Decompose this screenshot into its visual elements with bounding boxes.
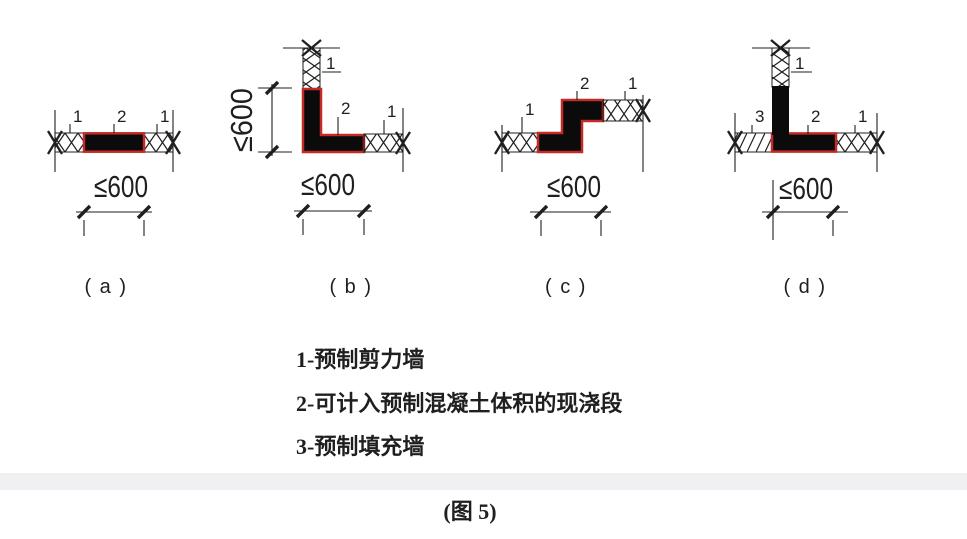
diagram-c: 1 2 1 ≤600 ( c ) [494, 74, 651, 298]
diagram-d: 1 3 2 1 ≤600 ( d ) [727, 39, 885, 298]
callout-label: 2 [811, 107, 820, 126]
dimension-text: ≤600 [301, 167, 355, 202]
dimension-left: ≤600 [224, 80, 292, 160]
precast-shear-wall-segment [602, 99, 644, 122]
panel-label-b: ( b ) [329, 276, 372, 298]
panel-label-d: ( d ) [783, 276, 826, 298]
dimension-witness-line [540, 220, 602, 236]
callout-label: 1 [326, 54, 335, 73]
cast-in-place-segment [770, 132, 838, 153]
callout-label: 2 [341, 99, 350, 118]
cast-in-place-segment [301, 87, 366, 154]
callout-label: 1 [160, 107, 169, 126]
precast-shear-wall-segment [501, 132, 539, 153]
wall-break-mark [47, 130, 63, 155]
dimension-tick [264, 80, 280, 160]
dimension-text: ≤600 [94, 169, 148, 204]
callout-label: 1 [387, 102, 396, 121]
panel-label-a: ( a ) [84, 276, 127, 298]
callout-label: 3 [755, 107, 764, 126]
diagram-b: 1 2 1 ≤600 ≤600 ( b ) [224, 39, 411, 298]
wall-break-mark [869, 130, 885, 155]
callout-label: 1 [525, 100, 534, 119]
cast-in-place-segment [82, 132, 146, 153]
wall-break-mark [395, 131, 411, 155]
legend: 1-预制剪力墙 2-可计入预制混凝土体积的现浇段 3-预制填充墙 [296, 338, 622, 469]
wall-joint-diagrams: 1 2 1 ≤600 ( a ) 1 2 1 [47, 39, 885, 298]
wall-break-mark [727, 130, 743, 155]
dimension-text: ≤600 [779, 171, 833, 206]
callout-label: 2 [117, 107, 126, 126]
dimension-witness-line [772, 180, 834, 240]
wall-break-mark [301, 39, 322, 57]
callout-label: 1 [628, 74, 637, 93]
wall-break-mark [635, 98, 651, 123]
wall-break-mark [494, 130, 510, 155]
dimension-text: ≤600 [224, 88, 259, 152]
dimension-tick [533, 204, 609, 220]
callout-label: 1 [858, 107, 867, 126]
dimension-tick [76, 204, 152, 220]
precast-infill-wall-segment [734, 132, 773, 153]
callout-label: 2 [580, 74, 589, 93]
wall-break-mark [770, 39, 791, 57]
callout-leader [337, 117, 385, 135]
dimension-bottom: ≤600 [76, 169, 152, 236]
dimension-bottom: ≤600 [762, 171, 848, 240]
callout-leader [751, 125, 856, 134]
cast-in-place-segment [536, 98, 605, 154]
cast-in-place-stem [772, 86, 789, 135]
callout-label: 1 [795, 54, 804, 73]
dimension-bottom: ≤600 [530, 169, 611, 236]
dimension-tick [295, 203, 372, 219]
panel-label-c: ( c ) [545, 276, 587, 298]
diagram-a: 1 2 1 ≤600 ( a ) [47, 107, 181, 298]
dimension-text: ≤600 [547, 169, 601, 204]
wall-break-mark [165, 130, 181, 155]
dimension-witness-line [258, 87, 292, 153]
precast-shear-wall-segment [363, 133, 404, 153]
precast-shear-wall-segment [835, 132, 878, 153]
page-divider [0, 473, 967, 490]
callout-leader [521, 91, 626, 133]
dimension-bottom: ≤600 [294, 167, 372, 235]
dimension-witness-line [302, 219, 365, 235]
legend-item-1: 1-预制剪力墙 [296, 347, 425, 372]
callout-leader [69, 124, 158, 133]
figure-caption: (图 5) [443, 499, 497, 524]
dimension-witness-line [83, 220, 145, 236]
callout-label: 1 [73, 107, 82, 126]
legend-item-2: 2-可计入预制混凝土体积的现浇段 [296, 390, 623, 416]
legend-item-3: 3-预制填充墙 [296, 434, 425, 459]
